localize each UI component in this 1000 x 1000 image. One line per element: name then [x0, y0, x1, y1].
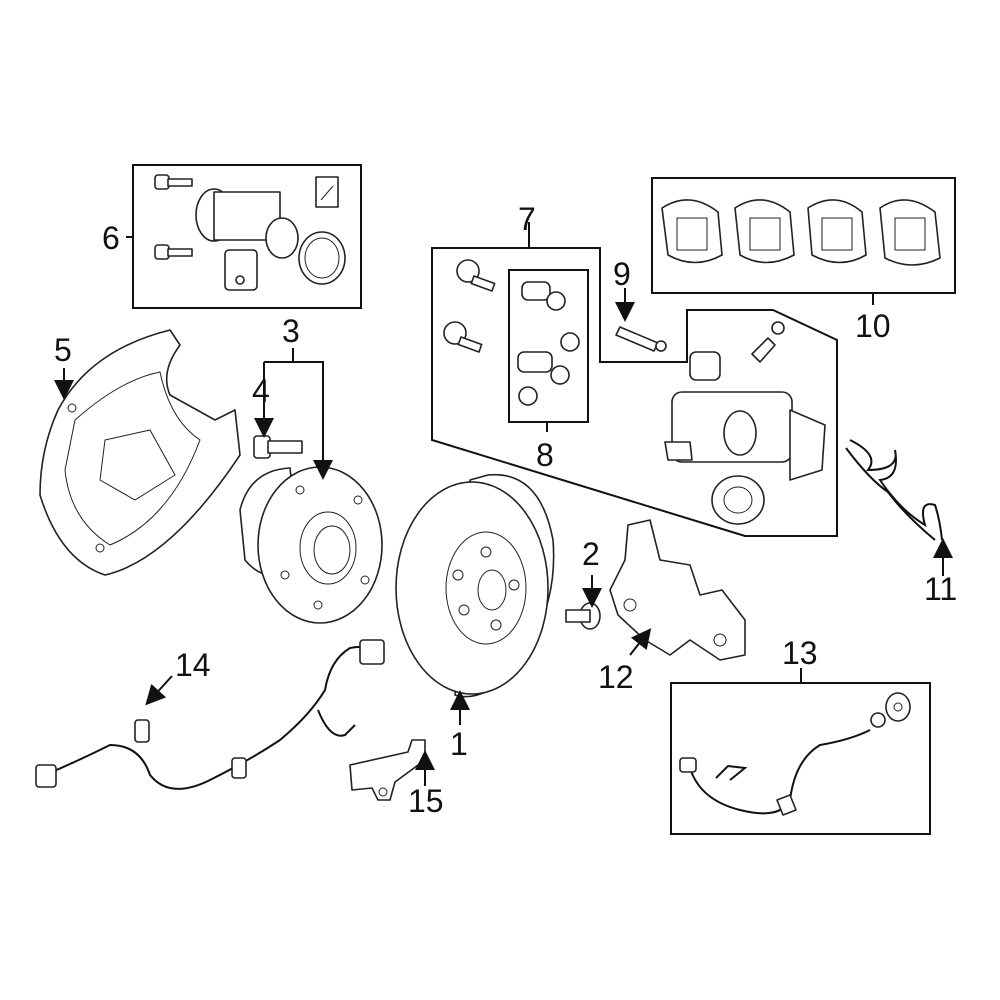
part-12-caliper-bracket[interactable] — [609, 519, 746, 661]
callout-9: 9 — [613, 256, 631, 292]
callout-6: 6 — [102, 220, 120, 256]
callout-1: 1 — [450, 726, 468, 762]
callout-13: 13 — [782, 635, 818, 671]
part-2-rotor-screw[interactable] — [565, 602, 601, 630]
callout-7: 7 — [518, 201, 536, 237]
part-11-brake-hose[interactable] — [845, 439, 943, 541]
callout-2: 2 — [582, 536, 600, 572]
part-4-wheel-stud[interactable] — [253, 435, 303, 459]
callout-3: 3 — [282, 313, 300, 349]
callout-8: 8 — [536, 437, 554, 473]
part-3-hub-assembly[interactable] — [239, 466, 383, 624]
part-15-sensor-bracket[interactable] — [349, 739, 426, 801]
callout-4: 4 — [252, 373, 270, 409]
part-9-guide-pin[interactable] — [615, 326, 667, 352]
part-13-abs-sensor-kit[interactable] — [670, 682, 931, 835]
part-14-abs-wire-harness[interactable] — [35, 639, 385, 790]
part-1-brake-rotor[interactable] — [395, 473, 555, 698]
callout-10: 10 — [855, 308, 891, 344]
callout-12: 12 — [598, 659, 634, 695]
part-7-caliper-assembly[interactable] — [431, 247, 838, 537]
part-5-splash-shield[interactable] — [39, 329, 241, 576]
part-8-guide-pin-kit[interactable] — [508, 269, 589, 423]
callout-5: 5 — [54, 332, 72, 368]
callout-11: 11 — [924, 571, 957, 607]
part-10-brake-pads[interactable] — [651, 177, 956, 294]
part-6-motor-kit[interactable] — [132, 164, 362, 309]
callout-14: 14 — [175, 647, 211, 683]
callout-15: 15 — [408, 783, 444, 819]
